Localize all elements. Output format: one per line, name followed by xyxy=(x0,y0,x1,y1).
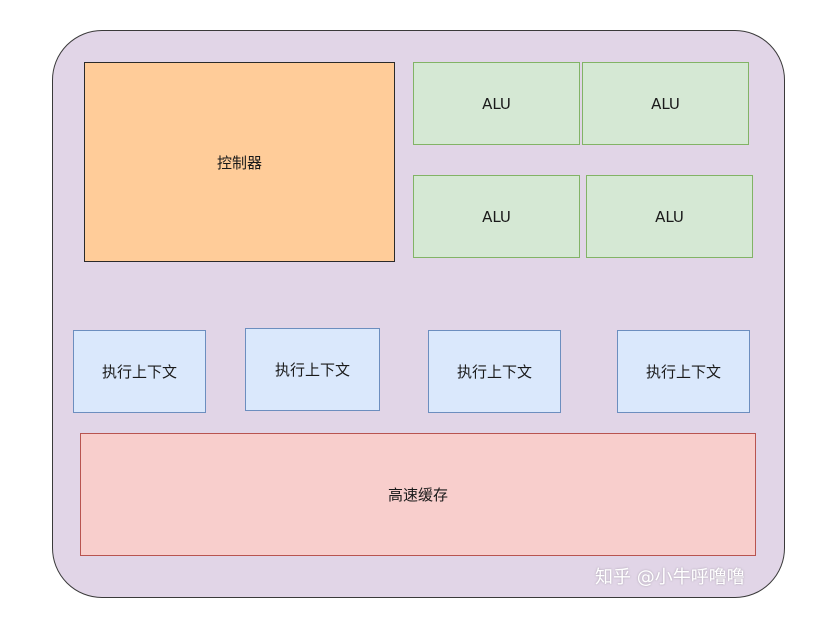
watermark-text: 知乎 @小牛呼噜噜 xyxy=(595,567,745,588)
alu-box-3: ALU xyxy=(413,175,580,258)
execution-context-box-1: 执行上下文 xyxy=(73,330,206,413)
cache-label: 高速缓存 xyxy=(387,486,448,504)
execution-context-box-4: 执行上下文 xyxy=(617,330,750,413)
execution-context-label: 执行上下文 xyxy=(456,363,532,381)
execution-context-label: 执行上下文 xyxy=(645,363,721,381)
alu-label: ALU xyxy=(482,94,511,113)
cache-box: 高速缓存 xyxy=(80,433,756,556)
alu-label: ALU xyxy=(651,94,680,113)
controller-label: 控制器 xyxy=(216,153,262,172)
execution-context-box-2: 执行上下文 xyxy=(245,328,380,411)
alu-box-1: ALU xyxy=(413,62,580,145)
controller-box: 控制器 xyxy=(84,62,395,262)
alu-label: ALU xyxy=(655,207,684,226)
alu-box-2: ALU xyxy=(582,62,749,145)
execution-context-label: 执行上下文 xyxy=(101,363,177,381)
execution-context-box-3: 执行上下文 xyxy=(428,330,561,413)
alu-label: ALU xyxy=(482,207,511,226)
execution-context-label: 执行上下文 xyxy=(274,361,350,379)
alu-box-4: ALU xyxy=(586,175,753,258)
